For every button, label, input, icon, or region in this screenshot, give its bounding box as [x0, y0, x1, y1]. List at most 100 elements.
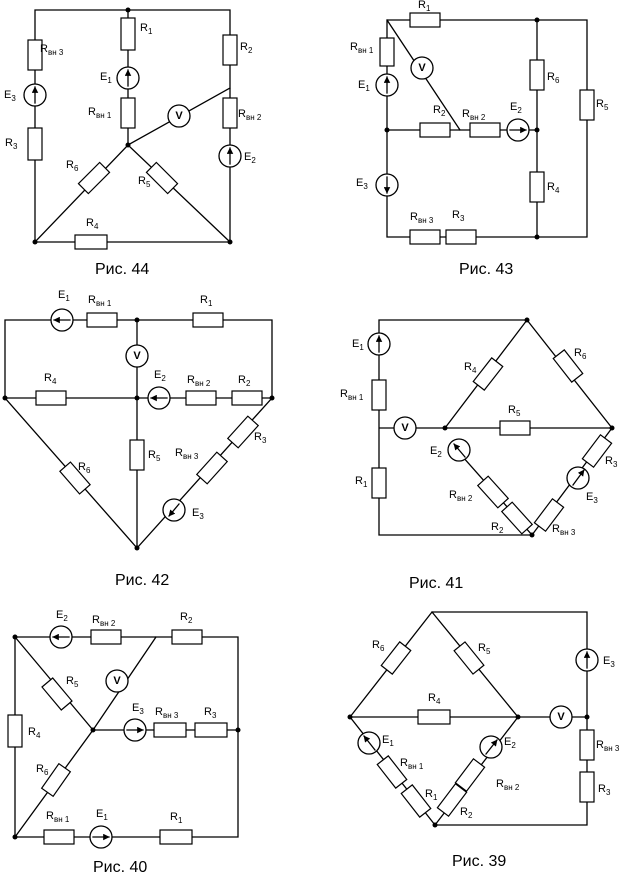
resistor-r6 — [529, 59, 545, 91]
component-label: R1 — [140, 22, 153, 36]
resistor-r1 — [409, 12, 441, 28]
component-label: R4 — [464, 361, 477, 375]
component-label: Rвн 3 — [40, 43, 64, 57]
resistor-r6 — [40, 762, 72, 798]
caption-fig-43: Рис. 43 — [459, 261, 513, 278]
resistor-r5 — [499, 420, 531, 436]
component-label: Rвн 2 — [462, 108, 486, 122]
component-label: V — [113, 675, 121, 687]
resistor-r-vn3 — [27, 39, 43, 71]
component-label: Rвн 2 — [238, 108, 262, 122]
resistor-r4 — [472, 357, 504, 391]
component-label: R4 — [428, 692, 441, 706]
resistor-r1 — [192, 312, 224, 328]
component-label: E1 — [96, 808, 108, 822]
component-label: R3 — [452, 209, 465, 223]
component-label: E3 — [603, 655, 615, 669]
figure-44: V Rвн 3 E3 R3 R1 E1 Rвн 1 R2 Rвн 2 E2 R6… — [4, 7, 262, 278]
resistor-r1 — [400, 784, 432, 818]
component-label: R5 — [66, 675, 79, 689]
figure-39: V R6 R5 R4 E1 Rвн 1 R1 E2 Rвн 2 R2 E3 Rв… — [347, 610, 620, 870]
component-label: E3 — [192, 507, 204, 521]
resistor-r-vn2 — [185, 390, 217, 406]
component-label: R4 — [86, 217, 99, 231]
resistor-r-vn2 — [469, 122, 501, 138]
resistor-r5 — [579, 89, 595, 121]
component-label: E2 — [504, 736, 516, 750]
resistor-r3 — [226, 415, 260, 449]
component-label: E1 — [58, 289, 70, 303]
voltmeter — [393, 416, 417, 440]
component-label: Rвн 1 — [46, 810, 70, 824]
component-label: Rвн 3 — [596, 739, 620, 753]
caption-fig-39: Рис. 39 — [452, 853, 506, 870]
voltmeter — [125, 344, 149, 368]
resistor-r5 — [41, 677, 73, 711]
resistor-r-vn1 — [371, 379, 387, 411]
component-label: R3 — [5, 137, 18, 151]
component-label: R1 — [200, 294, 213, 308]
resistor-r-vn3 — [409, 229, 441, 245]
figure-41: V E1 Rвн 1 R1 R4 R6 R5 E2 Rвн 2 R2 R3 E3… — [340, 317, 618, 592]
resistor-r6 — [77, 161, 111, 195]
component-label: R4 — [547, 181, 560, 195]
resistor-r5 — [129, 439, 145, 471]
resistor-r3 — [581, 433, 613, 469]
component-label: E3 — [586, 491, 598, 505]
voltmeter — [105, 669, 129, 693]
component-label: R4 — [28, 726, 41, 740]
component-label: R1 — [418, 0, 431, 13]
voltmeter-label: V — [175, 110, 183, 122]
resistor-r2 — [500, 501, 534, 535]
component-label: R6 — [547, 71, 560, 85]
voltmeter — [410, 56, 434, 80]
resistor-r4 — [417, 709, 451, 725]
component-label: E1 — [352, 338, 364, 352]
component-label: E1 — [382, 734, 394, 748]
component-label: E1 — [358, 79, 370, 93]
figure-43: V R1 Rвн 1 E1 R2 Rвн 2 E2 R6 R5 R4 E3 Rв… — [350, 0, 609, 278]
resistor-r1 — [371, 467, 387, 499]
component-label: Rвн 3 — [175, 447, 199, 461]
caption-fig-44: Рис. 44 — [95, 261, 149, 278]
component-label: Rвн 2 — [449, 489, 473, 503]
component-label: R2 — [433, 104, 446, 118]
component-label: R6 — [66, 159, 79, 173]
component-label: Rвн 3 — [155, 706, 179, 720]
component-label: V — [133, 350, 141, 362]
resistor-r3 — [27, 127, 43, 161]
resistor-r-vn3 — [153, 722, 187, 738]
component-label: R6 — [574, 347, 587, 361]
component-label: R2 — [180, 611, 193, 625]
component-label: E2 — [154, 369, 166, 383]
component-label: Rвн 1 — [88, 294, 112, 308]
component-label: R6 — [78, 461, 91, 475]
component-label: Rвн 1 — [400, 757, 424, 771]
resistor-r-vn3 — [195, 451, 229, 485]
resistor-r6 — [59, 461, 91, 495]
component-label: Rвн 1 — [340, 388, 364, 402]
component-label: R3 — [605, 455, 618, 469]
component-label: R5 — [478, 642, 491, 656]
component-label: V — [557, 711, 565, 723]
component-label: Rвн 1 — [350, 41, 374, 55]
component-label: R2 — [491, 521, 504, 535]
voltmeter — [549, 705, 573, 729]
resistor-r-vn1 — [376, 755, 408, 789]
component-label: Rвн 3 — [552, 523, 576, 537]
component-label: E2 — [510, 101, 522, 115]
resistor-r4 — [74, 234, 108, 250]
component-label: Rвн 1 — [88, 106, 112, 120]
resistor-r3 — [194, 722, 228, 738]
resistor-r2 — [419, 122, 451, 138]
component-label: E2 — [430, 445, 442, 459]
component-label: Rвн 3 — [410, 211, 434, 225]
resistor-r-vn3 — [533, 497, 565, 533]
resistor-r4 — [7, 714, 23, 748]
resistor-r-vn3 — [579, 729, 595, 761]
caption-fig-40: Рис. 40 — [93, 859, 147, 876]
resistor-r1 — [120, 17, 136, 51]
resistor-r-vn1 — [120, 97, 136, 129]
component-label: R1 — [425, 788, 438, 802]
